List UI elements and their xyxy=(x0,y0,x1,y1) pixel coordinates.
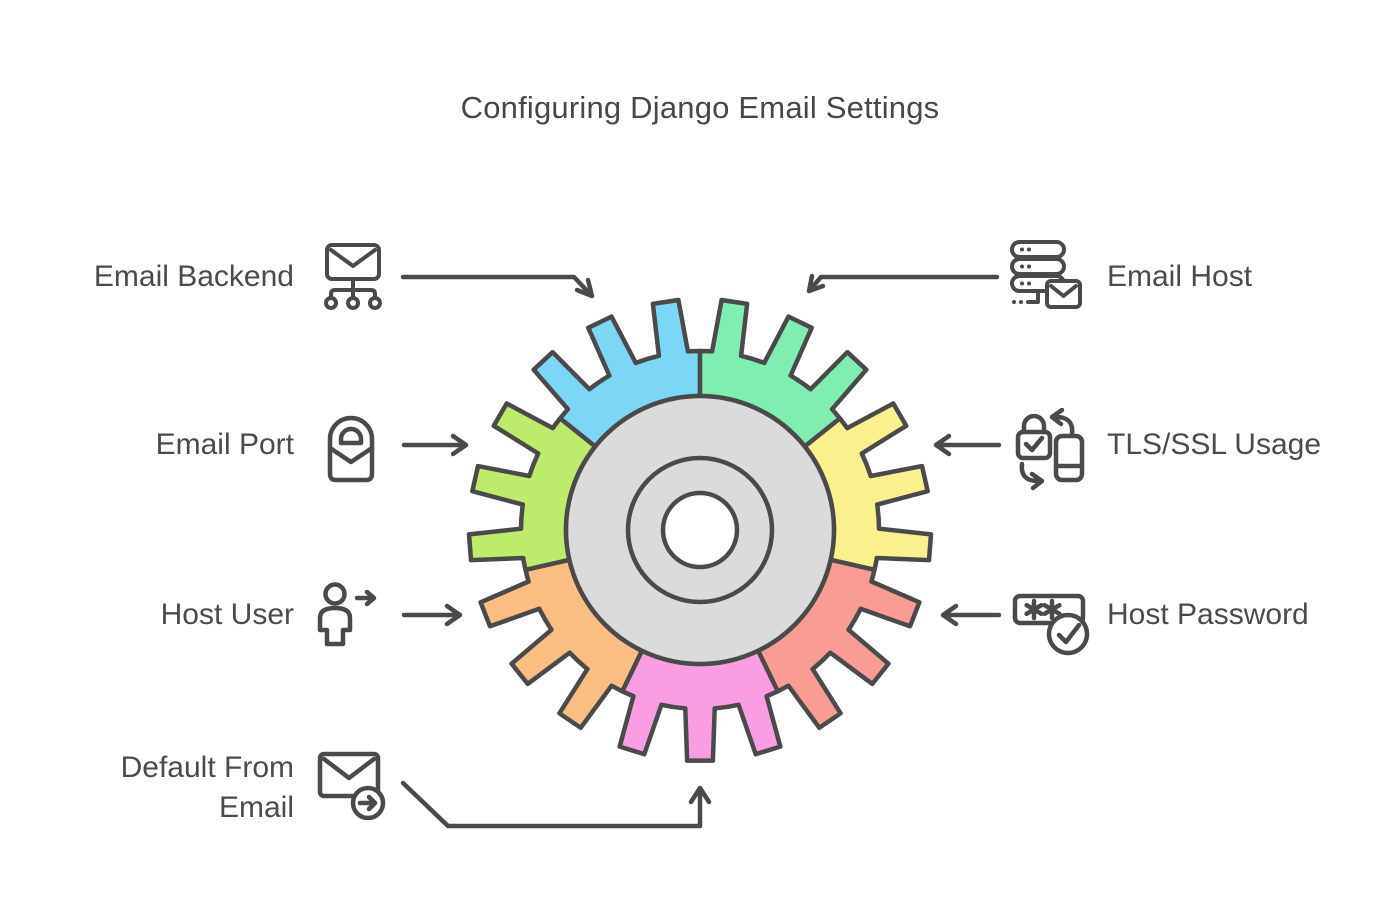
page-title: Configuring Django Email Settings xyxy=(460,90,940,125)
email-backend-label: Email Backend xyxy=(93,260,294,293)
server-stack-mail-icon xyxy=(1010,240,1082,309)
host-user-label: Host User xyxy=(160,598,294,631)
person-arrow-icon xyxy=(317,582,377,647)
envelope-network-icon xyxy=(324,243,382,310)
email-port-label: Email Port xyxy=(155,428,294,461)
arrow-email-port xyxy=(401,433,469,457)
lock-device-sync-icon xyxy=(1015,408,1085,491)
password-check-icon xyxy=(1012,593,1090,656)
gear-center-hole xyxy=(660,490,740,570)
gear-hub-ring xyxy=(625,455,775,605)
default-from-email-label-line1: Default From xyxy=(120,751,294,784)
default-from-email-label: Default From Email xyxy=(34,748,294,828)
arrow-host-user xyxy=(401,603,463,627)
envelope-send-icon xyxy=(317,751,386,820)
secure-mailbox-icon xyxy=(327,415,375,483)
arrow-host-password xyxy=(940,603,1002,627)
arrow-email-backend xyxy=(400,274,595,299)
host-password-label: Host Password xyxy=(1107,598,1309,631)
gear-segment-default-from-email xyxy=(617,648,783,763)
gear xyxy=(466,297,934,763)
arrow-email-host xyxy=(806,273,1000,294)
arrow-default-from-email xyxy=(400,780,712,829)
email-host-label: Email Host xyxy=(1107,260,1253,293)
tls-ssl-label: TLS/SSL Usage xyxy=(1107,428,1321,461)
default-from-email-label-line2: Email xyxy=(218,791,294,824)
arrow-tls-ssl xyxy=(933,433,1002,457)
